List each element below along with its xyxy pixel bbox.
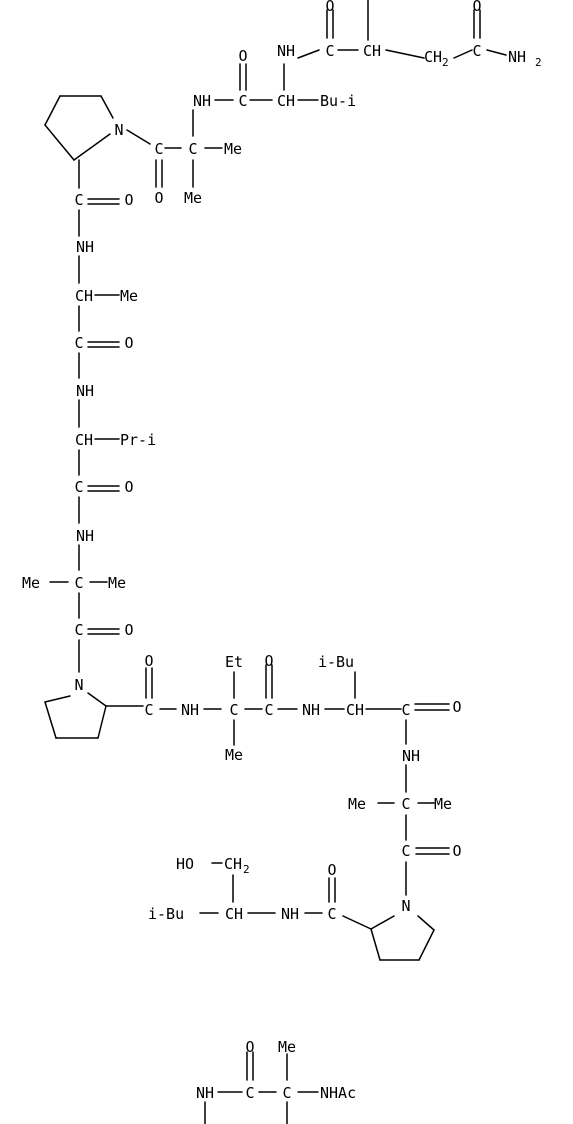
atom-label: Me xyxy=(224,140,242,158)
atom-label: Me xyxy=(278,1038,296,1056)
atom-label: Me xyxy=(108,574,126,592)
atom-label: C xyxy=(282,1084,291,1102)
atom-label: Me xyxy=(348,795,366,813)
atom-label: 2 xyxy=(535,56,542,69)
atom-label: NH xyxy=(402,747,420,765)
atom-label: O xyxy=(124,478,133,496)
atom-label: NH xyxy=(76,382,94,400)
atom-label: C xyxy=(74,478,83,496)
atom-label: C xyxy=(229,701,238,719)
atom-label: NH xyxy=(277,42,295,60)
atom-label: C xyxy=(401,795,410,813)
atom-label: CH xyxy=(75,431,93,449)
atom-label: i-Bu xyxy=(148,905,184,923)
atom-label: C xyxy=(472,42,481,60)
atom-label: CH xyxy=(277,92,295,110)
atom-label: C xyxy=(401,701,410,719)
atom-label: O xyxy=(452,698,461,716)
atom-label: C xyxy=(154,140,163,158)
atom-label: O xyxy=(327,861,336,879)
atom-label: C xyxy=(74,191,83,209)
atom-label: C xyxy=(74,574,83,592)
atom-label: NH xyxy=(76,238,94,256)
atom-label: NH xyxy=(196,1084,214,1102)
atom-label: 2 xyxy=(243,863,250,876)
atom-label: N xyxy=(74,676,83,694)
atom-label: O xyxy=(264,652,273,670)
atom-label: CH xyxy=(225,905,243,923)
atom-label: i-Bu xyxy=(318,653,354,671)
atom-label: NH xyxy=(193,92,211,110)
atom-label: O xyxy=(144,652,153,670)
atom-label: C xyxy=(144,701,153,719)
atom-label: C xyxy=(264,701,273,719)
atom-label: N xyxy=(401,897,410,915)
atom-label: C xyxy=(238,92,247,110)
atom-label: NH xyxy=(76,527,94,545)
atom-label: O xyxy=(124,334,133,352)
atom-label: HO xyxy=(176,855,194,873)
atom-label: CH xyxy=(75,287,93,305)
atom-label: C xyxy=(188,140,197,158)
atom-label: Me xyxy=(120,287,138,305)
atom-label: O xyxy=(124,191,133,209)
atom-label: N xyxy=(114,121,123,139)
atom-label: CH xyxy=(363,42,381,60)
atom-label: Me xyxy=(184,189,202,207)
atom-labels: O O NH C CH CH 2 C NH 2 O NH C CH Bu-i N… xyxy=(22,0,542,1102)
atom-label: Me xyxy=(434,795,452,813)
atom-label: CH xyxy=(224,855,242,873)
bond-lines xyxy=(44,0,507,1124)
atom-label: CH xyxy=(424,48,442,66)
atom-label: O xyxy=(472,0,481,15)
atom-label: O xyxy=(154,189,163,207)
atom-label: Pr-i xyxy=(120,431,156,449)
atom-label: Et xyxy=(225,653,243,671)
atom-label: C xyxy=(245,1084,254,1102)
atom-label: C xyxy=(401,842,410,860)
atom-label: CH xyxy=(346,701,364,719)
atom-label: NH xyxy=(302,701,320,719)
atom-label: Me xyxy=(225,746,243,764)
atom-label: C xyxy=(74,621,83,639)
atom-label: O xyxy=(325,0,334,15)
atom-label: NHAc xyxy=(320,1084,356,1102)
atom-label: O xyxy=(245,1038,254,1056)
atom-label: NH xyxy=(281,905,299,923)
atom-label: NH xyxy=(508,48,526,66)
atom-label: O xyxy=(452,842,461,860)
atom-label: C xyxy=(327,905,336,923)
atom-label: 2 xyxy=(442,56,449,69)
atom-label: O xyxy=(238,47,247,65)
atom-label: C xyxy=(74,334,83,352)
atom-label: Me xyxy=(22,574,40,592)
atom-label: NH xyxy=(181,701,199,719)
atom-label: Bu-i xyxy=(320,92,356,110)
atom-label: C xyxy=(325,42,334,60)
atom-label: O xyxy=(124,621,133,639)
